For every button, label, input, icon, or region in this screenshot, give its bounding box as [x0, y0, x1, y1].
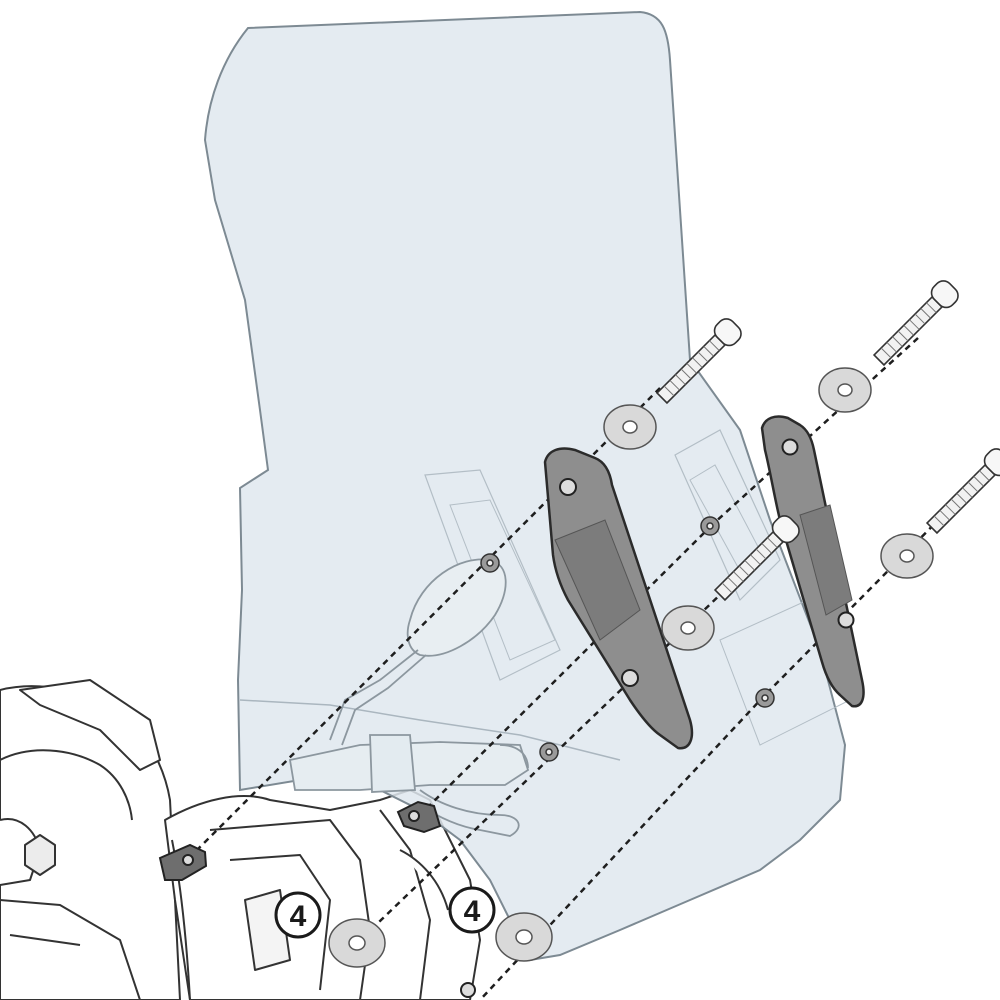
bracket-hole	[621, 669, 639, 687]
mounting-bracket-icon	[760, 415, 865, 708]
insert-nut-icon	[480, 516, 775, 762]
mounting-bracket-icon	[543, 447, 694, 750]
hex-socket-bolt-icon	[655, 280, 1000, 602]
callout-label: 4	[464, 895, 481, 928]
dash-clip-icon	[158, 800, 476, 998]
callout-right: 4	[448, 886, 496, 934]
flat-washer-icon	[328, 367, 934, 968]
bracket-hole	[781, 438, 799, 456]
callout-left: 4	[274, 891, 322, 939]
callout-label: 4	[290, 900, 307, 933]
bracket-hole	[837, 611, 855, 629]
rear-mirror-icon	[288, 558, 530, 837]
bracket-hole	[559, 478, 577, 496]
